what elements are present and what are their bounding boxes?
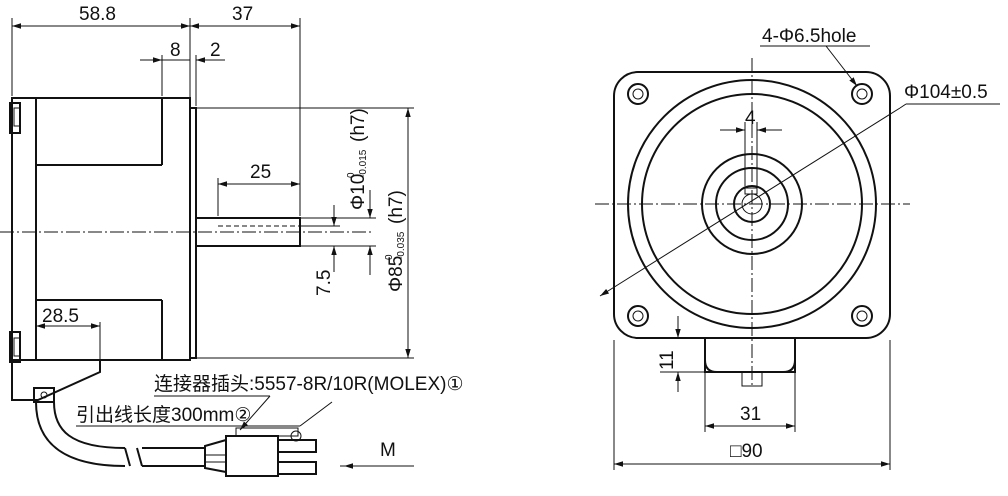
dim-58-8: 58.8 — [79, 4, 116, 25]
shaft-tol-lower: -0.015 — [358, 149, 369, 178]
connector-label: 连接器插头:5557-8R/10R(MOLEX)① — [154, 373, 464, 395]
pilot-dia-text: Φ85 — [386, 256, 407, 292]
pilot-tol-lower: -0.035 — [396, 231, 407, 260]
dim-25: 25 — [250, 162, 271, 183]
motor-body — [11, 97, 191, 361]
shaft — [195, 217, 301, 247]
dim-37: 37 — [232, 4, 253, 25]
dim-28-5: 28.5 — [42, 306, 79, 327]
shaft-circle — [733, 185, 771, 223]
connector-box — [704, 337, 796, 373]
holes-label: 4-Φ6.5hole — [762, 26, 856, 47]
cable-exit — [11, 360, 101, 401]
dim-7-5: 7.5 — [314, 270, 335, 296]
dim-31: 31 — [740, 404, 761, 425]
mounting-holes — [627, 83, 873, 327]
pilot-diameter-label: Φ85 0 -0.035 (h7) — [384, 190, 407, 292]
pilot-tol-upper: 0 — [384, 254, 395, 260]
view-arrow-label: M — [380, 440, 396, 461]
front-view — [595, 45, 1000, 470]
dim-2: 2 — [210, 40, 221, 61]
bolt-circle-label: Φ104±0.5 — [904, 82, 988, 103]
shaft-diameter-label: Φ10 0 -0.015 (h7) — [346, 108, 369, 210]
shaft-tol-upper: 0 — [346, 172, 357, 178]
dim-8: 8 — [170, 40, 181, 61]
shaft-fit: (h7) — [348, 108, 369, 142]
pilot-fit: (h7) — [386, 190, 407, 224]
dim-11: 11 — [657, 350, 678, 370]
lead-length-label: 引出线长度300mm② — [76, 404, 251, 426]
side-view — [0, 18, 414, 477]
dim-key-width: 4 — [745, 108, 756, 129]
housing-circle — [627, 79, 877, 329]
shaft-dia-text: Φ10 — [348, 174, 369, 210]
dim-square-90: □90 — [730, 441, 763, 462]
connector-housing — [204, 438, 227, 474]
